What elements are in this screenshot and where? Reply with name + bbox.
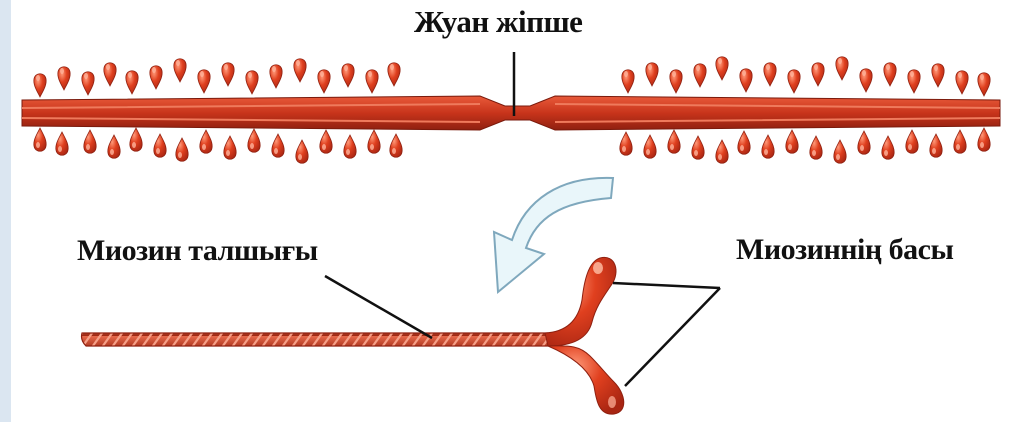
myosin-head-label: Миозиннің басы — [736, 233, 953, 267]
myosin-head-leader-line-1 — [613, 283, 720, 288]
myosin-tail — [82, 333, 555, 346]
myosin-tail-label: Миозин талшығы — [77, 234, 318, 268]
myosin-head-upper — [545, 257, 616, 346]
myosin-molecule — [82, 257, 624, 414]
thick-filament-label: Жуан жіпше — [414, 4, 582, 40]
myosin-head-leader-line-2 — [625, 288, 720, 386]
myosin-tail-leader-line — [325, 276, 432, 338]
thick-filament — [22, 57, 1000, 164]
